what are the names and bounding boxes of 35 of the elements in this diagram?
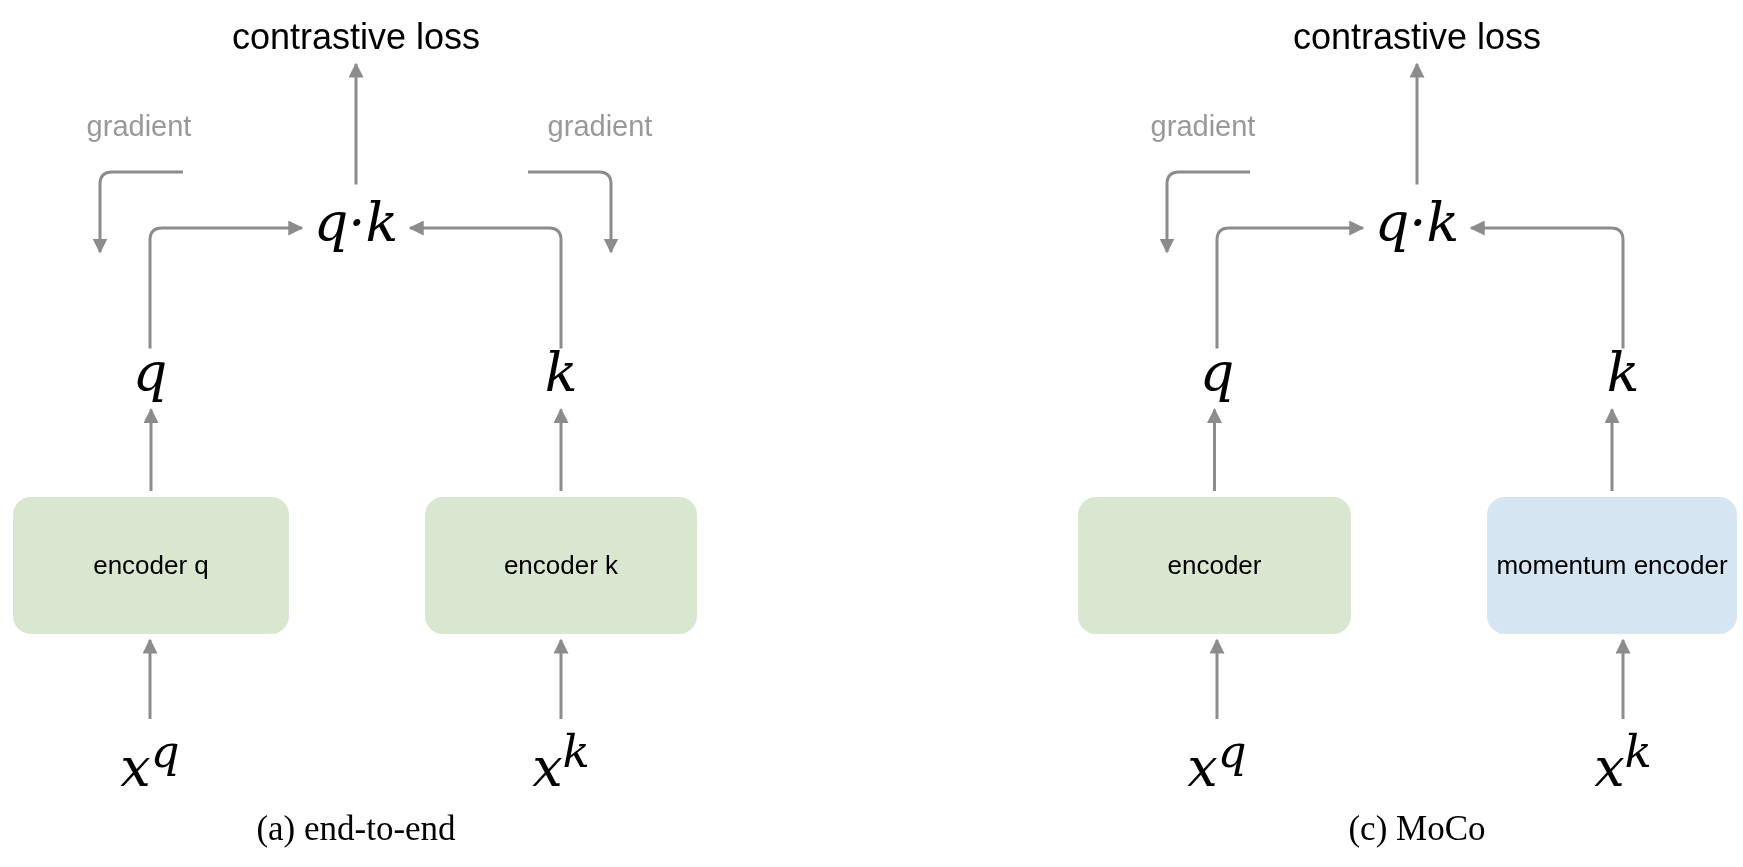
- gradient-label: gradient: [547, 109, 653, 143]
- query-symbol: q: [132, 340, 168, 404]
- loss-label: contrastive loss: [1292, 16, 1542, 58]
- arrow: [1409, 62, 1425, 185]
- key-symbol: k: [1606, 340, 1640, 404]
- loss-label: contrastive loss: [231, 16, 481, 58]
- arrow: [148, 220, 304, 349]
- arrow: [1209, 638, 1225, 719]
- input-symbol: x$^{k}$: [1594, 725, 1652, 799]
- arrow: [348, 62, 364, 185]
- arrow: [553, 638, 569, 719]
- input-symbol: x$^{q}$: [1187, 725, 1247, 799]
- encoder-box: encoder: [1078, 497, 1351, 634]
- gradient-label: gradient: [1150, 109, 1256, 143]
- arrow: [1207, 408, 1222, 491]
- momentum-encoder-box: momentum encoder: [1487, 497, 1737, 634]
- product-symbol: q·k: [1374, 190, 1460, 254]
- input-symbol: x$^{q}$: [120, 725, 180, 799]
- arrow: [143, 408, 159, 491]
- input-symbol: x$^{k}$: [532, 725, 590, 799]
- encoder-box: encoder k: [425, 497, 697, 634]
- caption: (c) MoCo: [1348, 809, 1486, 849]
- arrow: [1604, 408, 1620, 491]
- arrow: [1615, 638, 1631, 719]
- arrow: [142, 638, 158, 719]
- key-symbol: k: [544, 340, 578, 404]
- query-symbol: q: [1199, 340, 1235, 404]
- caption: (a) end-to-end: [256, 809, 456, 849]
- arrow: [553, 408, 569, 491]
- arrow: [1469, 220, 1625, 349]
- arrow: [1215, 220, 1365, 349]
- arrow: [408, 220, 563, 349]
- encoder-box: encoder q: [13, 497, 289, 634]
- gradient-label: gradient: [86, 109, 192, 143]
- product-symbol: q·k: [313, 190, 399, 254]
